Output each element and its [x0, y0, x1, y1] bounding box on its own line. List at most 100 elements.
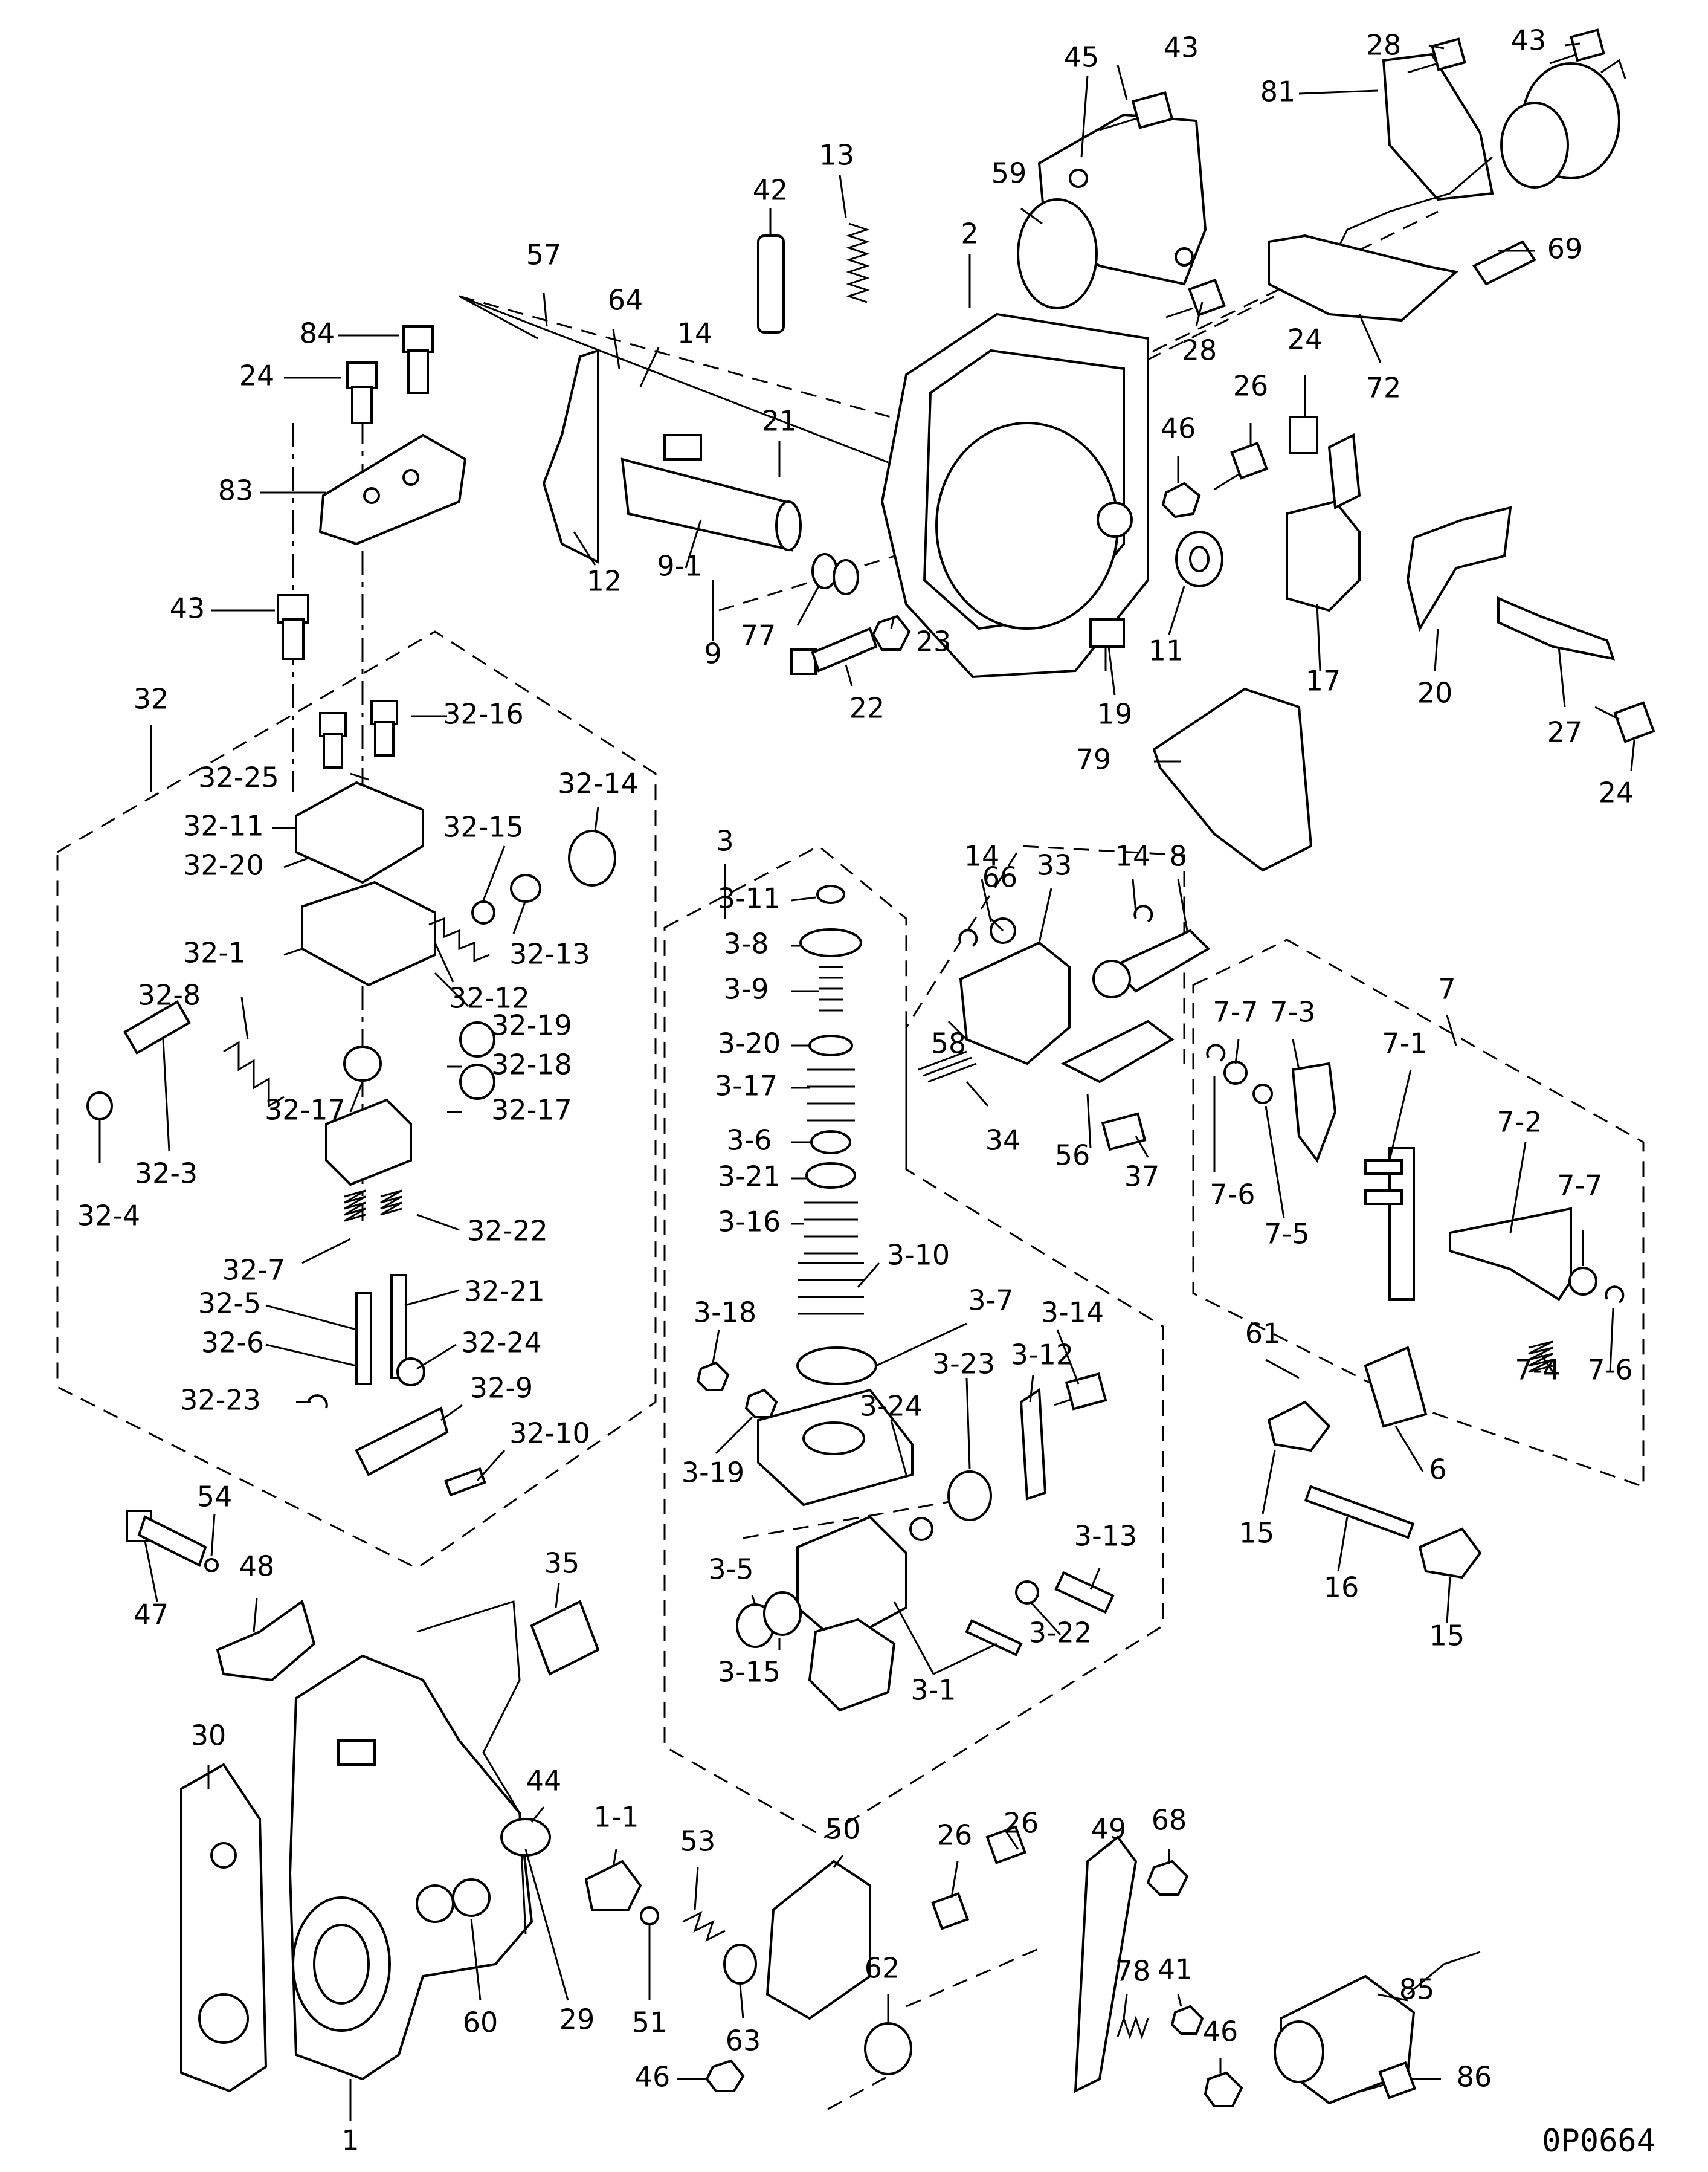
callout-23: 23 — [916, 625, 952, 658]
callout-3-22: 3-22 — [1029, 1617, 1092, 1649]
callout-3-13: 3-13 — [1074, 1520, 1137, 1553]
callout-57: 57 — [526, 239, 562, 271]
callout-7-3: 7-3 — [1270, 996, 1315, 1029]
washer-11 — [1175, 531, 1223, 587]
callout-32-10: 32-10 — [509, 1417, 590, 1450]
callout-3-16: 3-16 — [718, 1206, 781, 1238]
callout-32-17: 32-17 — [491, 1094, 572, 1126]
callout-32: 32 — [134, 683, 169, 716]
callout-86: 86 — [1457, 2061, 1492, 2093]
callout-58: 58 — [931, 1027, 967, 1060]
bracket-83 — [318, 433, 467, 546]
callout-7-1: 7-1 — [1382, 1027, 1427, 1060]
callout-24: 24 — [239, 360, 275, 392]
leader-lines — [98, 42, 1635, 2121]
callout-47: 47 — [134, 1598, 169, 1631]
pin-42 — [757, 234, 785, 334]
bolt-26-top — [1214, 441, 1269, 491]
governor-housing — [880, 312, 1149, 679]
plug-44 — [500, 1818, 551, 1857]
callout-7-6: 7-6 — [1210, 1178, 1255, 1211]
callout-2: 2 — [961, 218, 978, 250]
callout-62: 62 — [865, 1952, 900, 1985]
callout-32-16: 32-16 — [443, 698, 524, 731]
callout-32-24: 32-24 — [461, 1327, 542, 1359]
callout-53: 53 — [680, 1825, 716, 1858]
callout-32-12: 32-12 — [449, 982, 530, 1015]
bracket-72 — [1268, 234, 1459, 322]
callout-78: 78 — [1115, 1955, 1151, 1988]
callout-41: 41 — [1158, 1953, 1193, 1986]
callout-14: 14 — [964, 840, 1000, 873]
callout-77: 77 — [741, 619, 776, 652]
callout-11: 11 — [1149, 635, 1184, 667]
lever-17 — [1286, 416, 1361, 612]
callout-35: 35 — [544, 1547, 580, 1580]
callout-79: 79 — [1076, 743, 1112, 776]
callout-84: 84 — [300, 317, 335, 350]
callout-20: 20 — [1417, 677, 1453, 709]
callout-3-21: 3-21 — [718, 1160, 781, 1193]
callout-3-12: 3-12 — [1011, 1339, 1074, 1371]
pump-body-1 — [288, 1654, 533, 2081]
gasket-30 — [180, 1763, 268, 2093]
callout-32-5: 32-5 — [198, 1287, 261, 1320]
callout-19: 19 — [1097, 698, 1133, 731]
callout-32-21: 32-21 — [464, 1275, 545, 1308]
callout-32-8: 32-8 — [138, 979, 201, 1012]
callout-26: 26 — [937, 1819, 973, 1852]
clip-35 — [530, 1600, 600, 1676]
callout-32-22: 32-22 — [467, 1215, 548, 1247]
bolt-28-mid — [1165, 278, 1226, 318]
callout-14: 14 — [677, 317, 713, 350]
callout-33: 33 — [1037, 849, 1072, 882]
callout-64: 64 — [608, 284, 643, 317]
callout-60: 60 — [463, 2006, 498, 2039]
assembly-32-parts — [86, 700, 616, 1497]
callout-56: 56 — [1055, 1139, 1091, 1172]
callout-24: 24 — [1599, 777, 1634, 809]
callout-7: 7 — [1438, 973, 1455, 1006]
callout-3-18: 3-18 — [694, 1296, 756, 1329]
callout-3-8: 3-8 — [723, 928, 769, 960]
callout-3: 3 — [716, 825, 733, 858]
callout-1-1: 1-1 — [593, 1801, 639, 1834]
callout-32-9: 32-9 — [470, 1372, 533, 1404]
callout-28: 28 — [1182, 334, 1217, 367]
callout-66: 66 — [982, 861, 1018, 894]
bracket-79 — [1152, 687, 1313, 872]
lever-33-group — [918, 905, 1211, 1151]
callout-3-11: 3-11 — [718, 882, 781, 915]
bolt-86 — [1362, 2061, 1417, 2099]
callout-42: 42 — [753, 174, 788, 207]
callout-83: 83 — [218, 474, 254, 507]
callout-44: 44 — [526, 1765, 562, 1797]
callout-46: 46 — [1203, 2015, 1239, 2048]
callout-3-5: 3-5 — [708, 1553, 753, 1586]
callout-85: 85 — [1399, 1973, 1435, 2006]
callout-3-23: 3-23 — [932, 1348, 995, 1380]
callout-7-6: 7-6 — [1587, 1354, 1632, 1386]
spring-13 — [846, 222, 870, 303]
callout-7-7: 7-7 — [1557, 1169, 1602, 1202]
bottom-row-parts — [584, 1825, 1243, 2107]
callout-32-18: 32-18 — [491, 1049, 572, 1081]
callout-72: 72 — [1366, 372, 1402, 404]
nut-46-top — [1161, 482, 1201, 519]
callout-29: 29 — [559, 2003, 595, 2036]
callout-3-6: 3-6 — [726, 1124, 772, 1157]
callout-48: 48 — [239, 1550, 275, 1583]
callout-21: 21 — [762, 405, 798, 438]
callout-12: 12 — [587, 565, 622, 598]
solenoid-85 — [1274, 1951, 1481, 2105]
bolt-22 — [790, 627, 878, 675]
callout-69: 69 — [1547, 233, 1583, 265]
callout-63: 63 — [726, 2025, 761, 2057]
callout-3-20: 3-20 — [718, 1027, 781, 1060]
callout-8: 8 — [1169, 840, 1187, 873]
callout-3-17: 3-17 — [715, 1070, 778, 1102]
callout-32-7: 32-7 — [222, 1254, 285, 1287]
callout-28: 28 — [1366, 29, 1402, 62]
callout-labels: 43 45 28 43 81 13 42 59 2 69 57 84 24 64… — [77, 24, 1634, 2157]
